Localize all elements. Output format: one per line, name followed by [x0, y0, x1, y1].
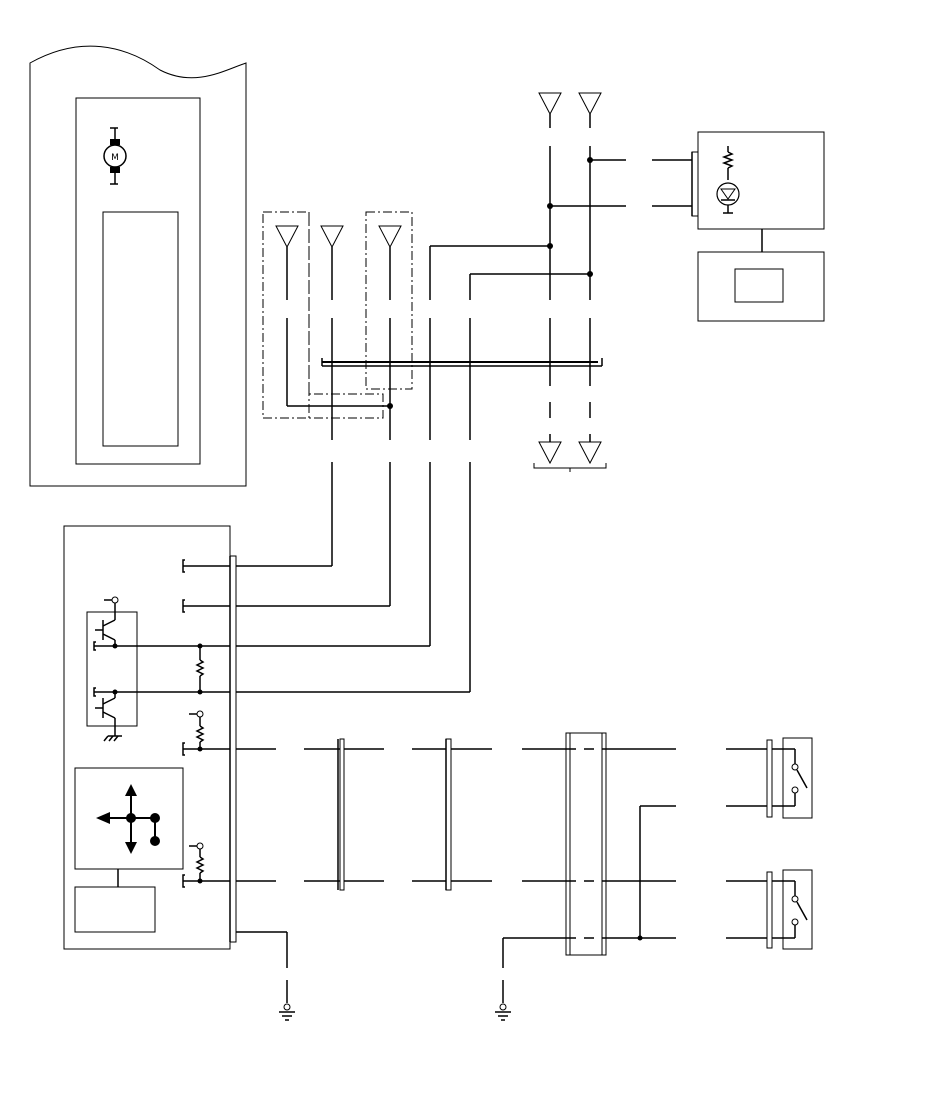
ground-icon [279, 1003, 295, 1021]
motor-label: M [111, 153, 119, 163]
terminal-triangle-icon [275, 92, 602, 465]
logic-arrows-icon [96, 784, 160, 854]
transistor-icon [93, 687, 230, 742]
ground-icon [495, 1003, 511, 1021]
indicator-module [691, 131, 825, 322]
limit-switch [766, 737, 813, 819]
inline-connector [337, 738, 345, 891]
motor-icon: M [103, 127, 127, 185]
limit-switch [766, 869, 813, 950]
dash-dot-enclosure-left [262, 211, 384, 419]
switch-wiring [236, 748, 767, 1003]
connector-bar [321, 358, 603, 367]
vertical-wires [285, 114, 692, 442]
control-unit [63, 525, 288, 1003]
actuator-assembly-panel: M [29, 45, 247, 487]
transistor-icon [93, 596, 230, 651]
led-icon [716, 182, 740, 206]
signal-wires [236, 462, 471, 693]
dash-dot-enclosure-right [365, 211, 413, 390]
inline-connector [565, 732, 610, 956]
inline-connector [445, 738, 452, 891]
